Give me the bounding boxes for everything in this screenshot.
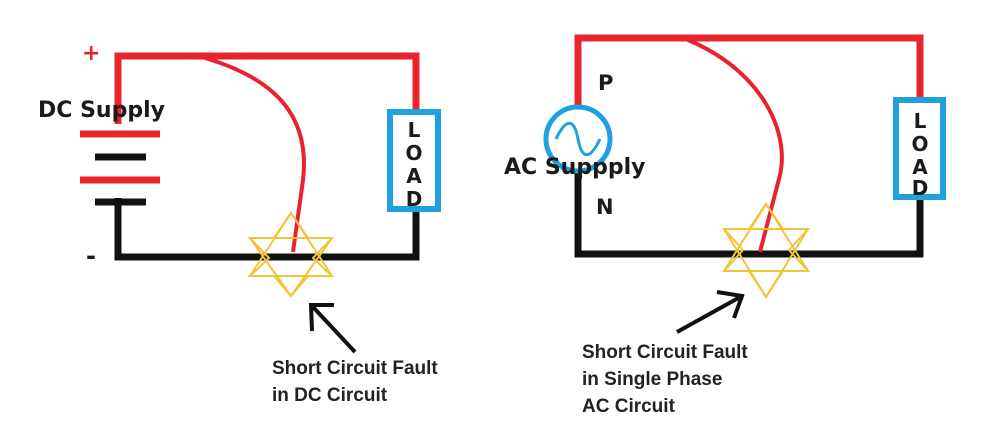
dc-minus-sign: - [86, 242, 96, 270]
dc-load-letter: L [408, 118, 421, 142]
dc-short-circuit-wire [204, 56, 306, 253]
ac-phase-wire [574, 34, 924, 108]
ac-phase-label: P [598, 71, 613, 95]
ac-fault-note-line3: AC Circuit [582, 396, 676, 417]
ac-neutral-label: N [596, 195, 614, 219]
ac-short-circuit-wire [687, 38, 784, 253]
ac-load-letter: D [912, 176, 929, 200]
ac-neutral-wire [574, 168, 924, 258]
dc-load-letter: A [406, 164, 422, 188]
ac-load-letter: L [914, 109, 927, 133]
ac-fault-note-line2: in Single Phase [582, 369, 722, 390]
dc-positive-wire [114, 52, 420, 124]
arrow-icon [676, 290, 745, 334]
arrow-icon [308, 303, 357, 354]
ac-circuit: L O A D P N AC Suppply Short Circuit Fau… [504, 34, 946, 417]
dc-fault-note-line1: Short Circuit Fault [272, 358, 438, 379]
ac-source-icon [543, 104, 613, 174]
battery-icon [80, 130, 160, 206]
dc-load-box [387, 109, 441, 212]
dc-load-letter: O [405, 141, 422, 165]
dc-circuit: L O A D + - DC Supply Short Circuit Faul… [38, 41, 441, 406]
dc-supply-label: DC Supply [38, 98, 165, 123]
ac-supply-label: AC Suppply [504, 155, 645, 180]
ac-load-box [893, 97, 946, 200]
ac-load-letter: A [912, 155, 928, 179]
ac-fault-note-line1: Short Circuit Fault [582, 342, 748, 363]
dc-fault-note-line2: in DC Circuit [272, 385, 388, 406]
dc-load-letter: D [406, 187, 423, 211]
dc-plus-sign: + [82, 41, 100, 66]
ac-load-letter: O [911, 132, 928, 156]
